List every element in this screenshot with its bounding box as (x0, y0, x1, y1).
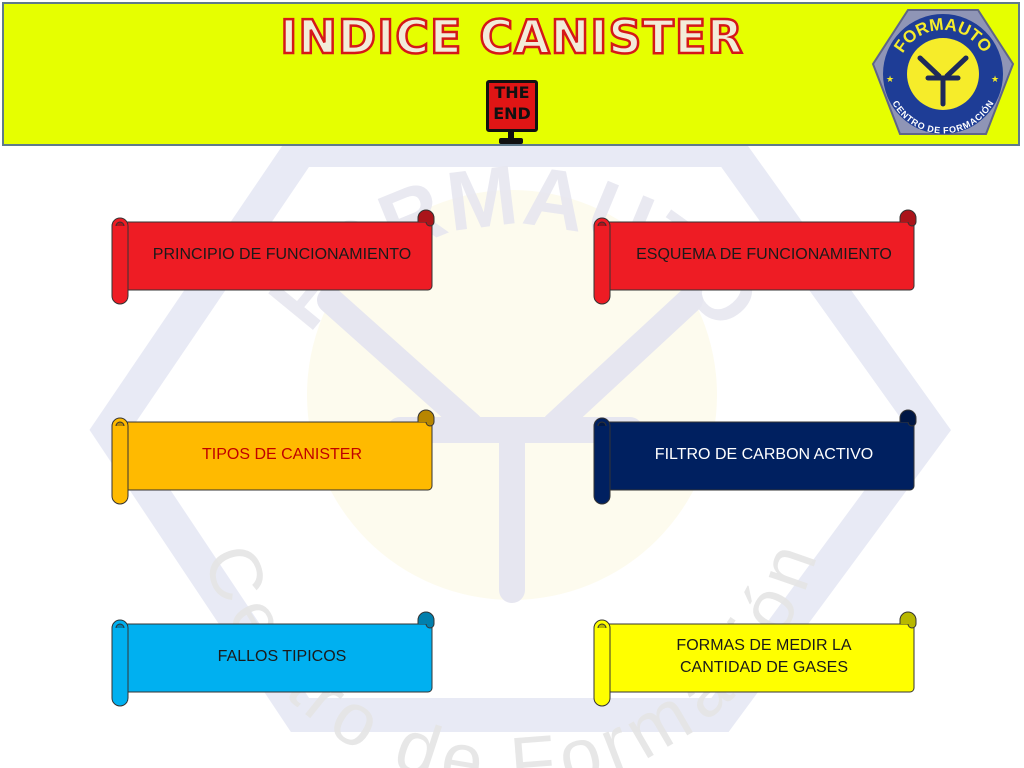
scroll-banner-shape (111, 409, 435, 505)
menu-label: TIPOS DE CANISTER (201, 446, 363, 464)
scroll-banner-shape (593, 409, 917, 505)
menu-principio-funcionamiento[interactable]: PRINCIPIO DE FUNCIONAMIENTO (106, 208, 446, 308)
menu-esquema-funcionamiento[interactable]: ESQUEMA DE FUNCIONAMIENTO (588, 208, 928, 308)
menu-label: FILTRO DE CARBON ACTIVO (654, 446, 874, 464)
menu-filtro-carbon-activo[interactable]: FILTRO DE CARBON ACTIVO (588, 408, 928, 508)
end-sign-board (486, 80, 538, 132)
scroll-banner-shape (593, 209, 917, 305)
menu-label: FALLOS TIPICOS (217, 648, 347, 666)
end-sign-line2: END (493, 104, 531, 123)
end-sign-base (499, 138, 523, 144)
end-sign-line1: THE (494, 83, 530, 102)
logo-star-right-icon: ★ (991, 74, 999, 84)
the-end-sign-icon[interactable]: THE END (484, 78, 540, 146)
scroll-banner-shape (593, 611, 917, 707)
page-title: INDICE CANISTER (279, 10, 744, 64)
logo-star-left-icon: ★ (886, 74, 894, 84)
menu-tipos-canister[interactable]: TIPOS DE CANISTER (106, 408, 446, 508)
menu-fallos-tipicos[interactable]: FALLOS TIPICOS (106, 610, 446, 710)
end-sign-pole (508, 131, 514, 139)
menu-label: PRINCIPIO DE FUNCIONAMIENTO (152, 246, 412, 264)
scroll-banner-shape (111, 611, 435, 707)
menu-formas-medir-gases[interactable]: FORMAS DE MEDIR LA CANTIDAD DE GASES (588, 610, 928, 710)
menu-label: ESQUEMA DE FUNCIONAMIENTO (636, 246, 892, 264)
menu-label: FORMAS DE MEDIR LA CANTIDAD DE GASES (676, 637, 852, 676)
scroll-banner-shape (111, 209, 435, 305)
formauto-logo: FORMAUTO CENTRO DE FORMACIÓN ★ ★ (871, 9, 1015, 135)
